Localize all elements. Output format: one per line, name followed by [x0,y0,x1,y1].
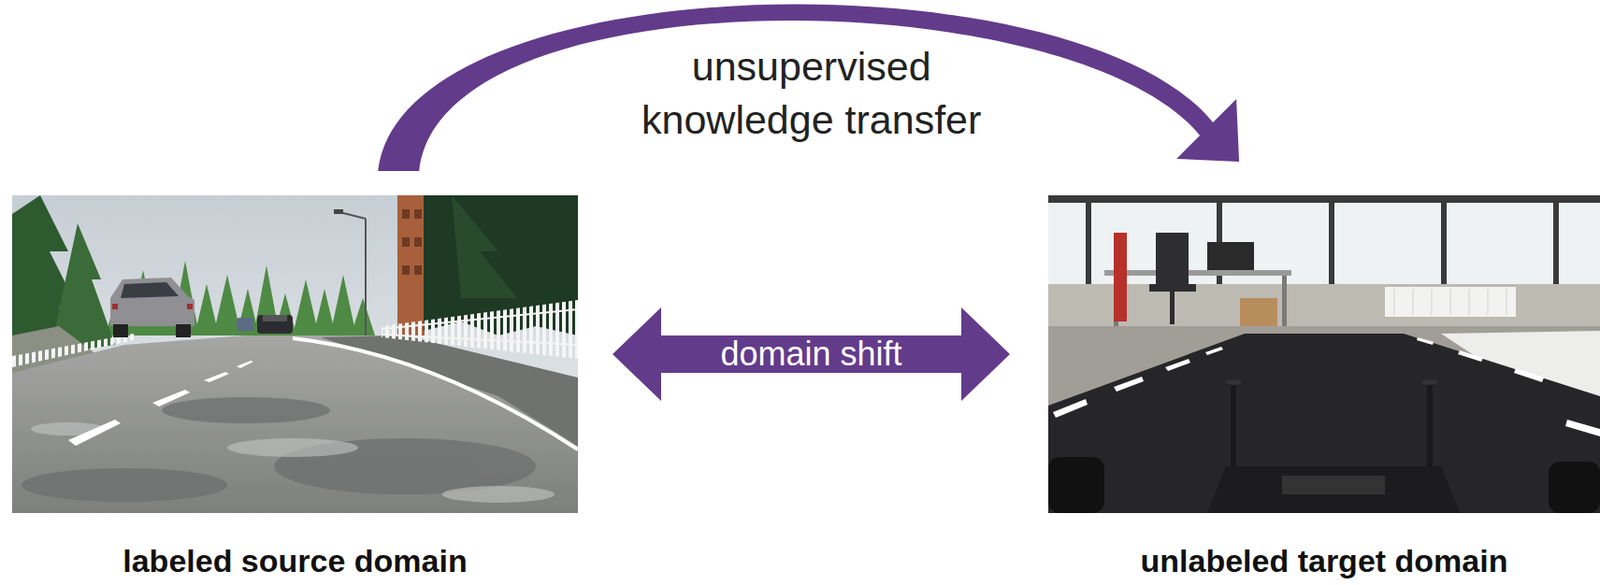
domain-caption: labeled source domain [12,543,578,580]
illustration-part [1104,270,1292,276]
illustration-part [1113,232,1127,322]
edge-label: unsupervised knowledge transfer [624,40,999,147]
lab-track-photo [1048,195,1600,514]
illustration-part [1328,195,1335,285]
illustration-part [330,274,357,336]
illustration-part [1048,333,1600,514]
illustration-part [1149,284,1197,292]
illustration-part [110,277,195,327]
illustration-part [1427,382,1433,467]
illustration-part [1165,359,1191,372]
illustration-part [1412,288,1414,316]
illustration-part [1282,275,1287,332]
illustration-part [12,195,578,514]
illustration-part [1048,195,1600,203]
illustration-part [1421,379,1439,386]
illustration-part [21,468,228,503]
illustration-part [1230,382,1237,467]
illustration-part [1155,232,1189,285]
illustration-part [1565,419,1600,437]
illustration-part [402,209,410,219]
illustration-part [1239,298,1278,327]
illustration-part [1207,242,1255,271]
illustration-part [402,265,410,275]
illustration-part [1506,288,1508,316]
illustration-part [1225,379,1242,386]
illustration-part [1169,291,1175,325]
illustration-part [402,209,422,275]
illustration-part [1282,475,1385,495]
illustration-part [364,218,367,336]
illustration-part [262,315,288,322]
illustration-part [68,360,254,447]
illustration-part [1469,288,1471,316]
illustration-part [113,324,129,338]
illustration-part [333,209,344,215]
illustration-part [105,260,375,336]
illustration-part [68,419,121,447]
illustration-part [1048,326,1600,514]
illustration-part [1416,337,1434,346]
illustration-part [381,300,578,360]
illustration-part [1085,195,1092,285]
illustration-part [120,282,179,299]
image-panel: unlabeled target domain [1048,195,1600,514]
illustration-part [397,195,426,336]
illustration-part [112,303,118,310]
illustration-part [236,317,254,332]
illustration-part [175,324,191,338]
illustration-part [1441,195,1447,285]
illustration-part [414,237,422,247]
illustration-part [1052,337,1600,487]
illustration-part [414,265,422,275]
illustration-part [187,303,193,310]
illustration-part [292,279,319,336]
domain-caption: unlabeled target domain [1048,543,1600,580]
illustration-part [1450,288,1452,316]
illustration-part [203,372,230,383]
illustration-part [12,335,578,514]
illustration-part [381,309,578,330]
illustration-part [12,333,134,368]
illustration-part [402,237,410,247]
illustration-part [1048,195,1600,285]
illustration-part [339,212,366,219]
illustration-part [1048,195,1600,285]
illustration-part [227,438,359,458]
illustration-part [1207,466,1460,514]
illustration-part [414,209,422,219]
illustration-part [1048,457,1105,514]
illustration-part [350,298,375,336]
illustration-part [1431,288,1433,316]
illustration-part [1548,461,1600,514]
illustration-part [21,397,536,503]
image-panel: labeled source domain [12,195,578,514]
illustration-part [152,389,190,407]
illustration-part [442,486,555,504]
illustration-part [1457,350,1484,362]
illustration-part [257,315,293,334]
illustration-part [1113,376,1144,392]
edge-label: domain shift [720,337,902,372]
illustration-part [1052,399,1088,419]
illustration-part [30,422,555,504]
simulated-road-scene [12,195,578,514]
illustration-part [1513,368,1544,383]
illustration-part [1384,287,1516,318]
curved-arrow [377,4,1240,172]
illustration-part [1205,346,1224,356]
illustration-part [1553,195,1559,285]
illustration-part [1487,288,1489,316]
illustration-part [292,338,578,450]
illustration-part [1394,288,1507,316]
double-arrow [612,307,1010,402]
illustration-part [381,334,578,346]
illustration-part [236,360,254,369]
illustration-part [451,195,518,299]
illustration-part [1048,195,1600,514]
illustration-part [1394,288,1396,316]
illustration-part [161,397,331,424]
